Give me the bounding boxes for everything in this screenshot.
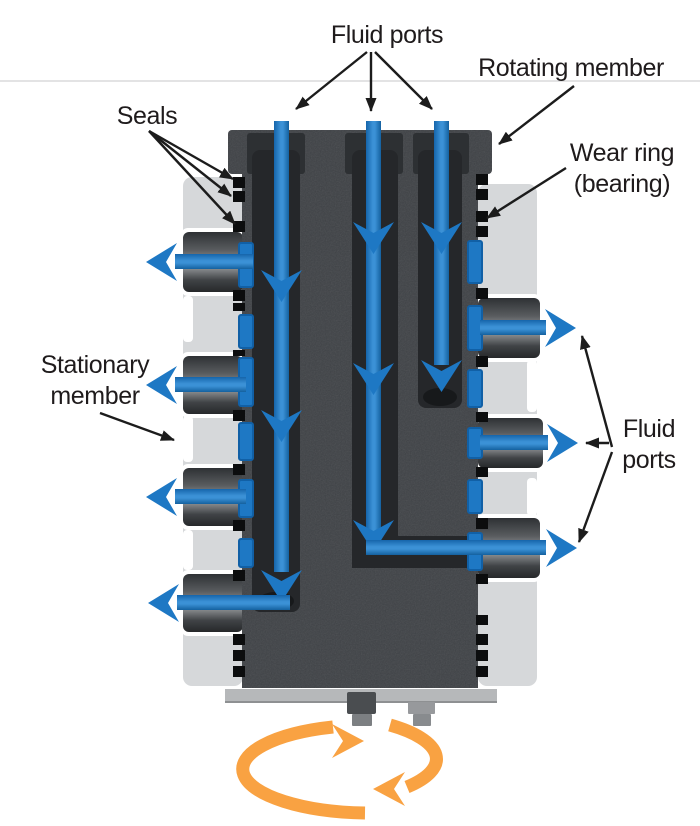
leader-arrows: [99, 51, 614, 543]
label-wear-ring-bearing: Wear ring (bearing): [569, 139, 675, 198]
label-stationary-member: Stationary member: [40, 351, 150, 410]
base-plate: [225, 689, 497, 726]
page-divider-line: [0, 80, 700, 82]
fluid-flow-arrows: [146, 121, 578, 622]
label-rotating-member: Rotating member: [478, 54, 664, 82]
seal-marks-left: [233, 177, 245, 677]
label-seals: Seals: [116, 102, 178, 130]
label-fluid-ports-top: Fluid ports: [330, 21, 444, 49]
rotation-direction-icon: [236, 718, 443, 820]
label-fluid-ports-right: Fluid ports: [622, 415, 676, 474]
seal-marks-right: [476, 174, 488, 677]
